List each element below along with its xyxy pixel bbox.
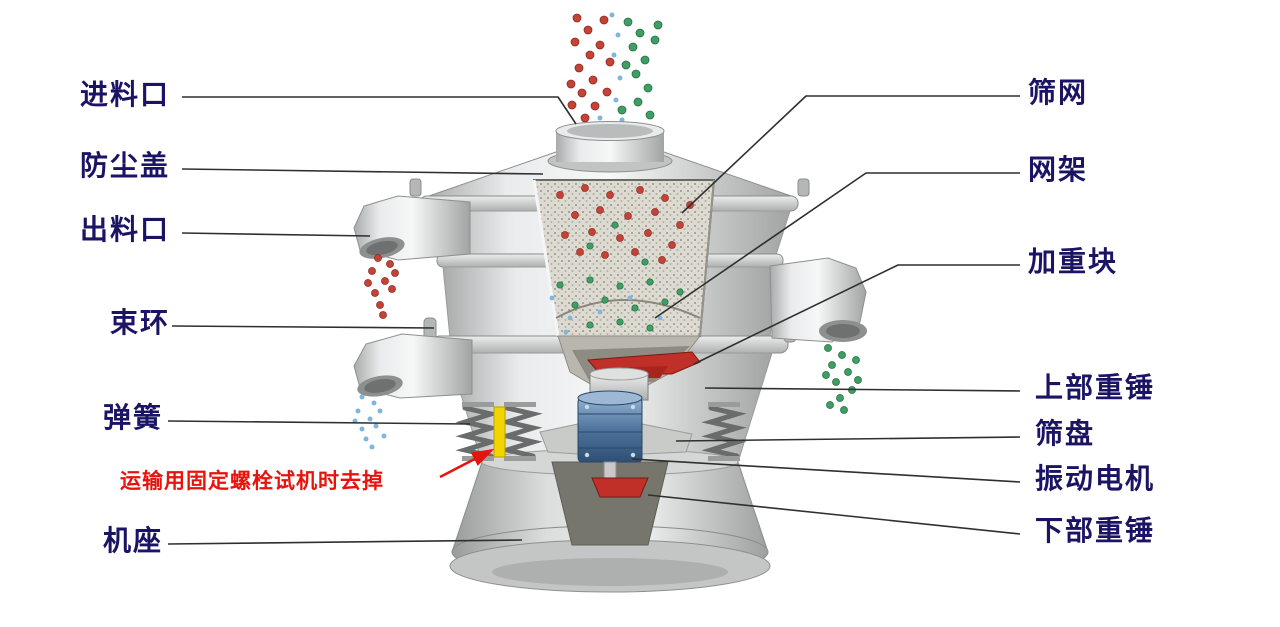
lower-discharge-spout bbox=[353, 333, 473, 399]
label-dust-cover: 防尘盖 bbox=[80, 151, 171, 182]
leader-upper-hammer bbox=[704, 387, 1021, 392]
label-weight-block: 加重块 bbox=[1028, 247, 1119, 278]
label-transport-bolt-note: 运输用固定螺栓试机时去掉 bbox=[120, 469, 384, 493]
mesh-frame-part bbox=[555, 299, 701, 319]
warning-arrow bbox=[439, 448, 495, 479]
leader-screen-mesh bbox=[681, 95, 1020, 214]
leader-mesh-frame bbox=[654, 172, 1020, 319]
leader-lines bbox=[167, 95, 1021, 545]
base-part bbox=[449, 448, 771, 593]
leader-feed-inlet bbox=[182, 96, 577, 125]
label-feed-inlet: 进料口 bbox=[80, 80, 171, 111]
right-discharge-spout bbox=[769, 257, 867, 343]
leader-weight-block bbox=[693, 264, 1020, 365]
leader-lower-hammer bbox=[647, 494, 1021, 535]
upper-discharge-spout bbox=[353, 195, 471, 261]
label-base: 机座 bbox=[103, 526, 164, 557]
leader-vibration-motor bbox=[631, 458, 1021, 483]
label-clamp-ring: 束环 bbox=[110, 308, 171, 339]
lower-spout-material bbox=[352, 394, 387, 450]
motor-assembly bbox=[539, 335, 702, 498]
leader-spring bbox=[167, 420, 471, 425]
label-mesh-frame: 网架 bbox=[1028, 155, 1089, 186]
lower-hammer-part bbox=[591, 477, 649, 498]
leader-base bbox=[167, 539, 523, 545]
mesh-cutaway bbox=[532, 179, 716, 354]
right-spout-material bbox=[822, 344, 862, 414]
feed-inlet-part bbox=[547, 121, 673, 173]
transport-bolt-part bbox=[493, 406, 506, 458]
springs bbox=[455, 405, 747, 459]
label-lower-hammer: 下部重锤 bbox=[1035, 516, 1156, 547]
label-vibration-motor: 振动电机 bbox=[1035, 464, 1156, 495]
upper-spout-material bbox=[364, 254, 399, 319]
leader-sieve-tray bbox=[675, 436, 1021, 442]
label-sieve-tray: 筛盘 bbox=[1035, 419, 1096, 450]
leader-discharge-outlet bbox=[181, 232, 371, 237]
leader-dust-cover bbox=[181, 168, 544, 175]
label-screen-mesh: 筛网 bbox=[1028, 78, 1089, 109]
falling-material-top bbox=[566, 12, 663, 123]
leader-clamp-ring bbox=[171, 325, 435, 329]
label-discharge-outlet: 出料口 bbox=[80, 215, 171, 246]
label-upper-hammer: 上部重锤 bbox=[1035, 373, 1156, 404]
label-spring: 弹簧 bbox=[103, 403, 164, 434]
vibration-motor-part bbox=[577, 390, 643, 463]
